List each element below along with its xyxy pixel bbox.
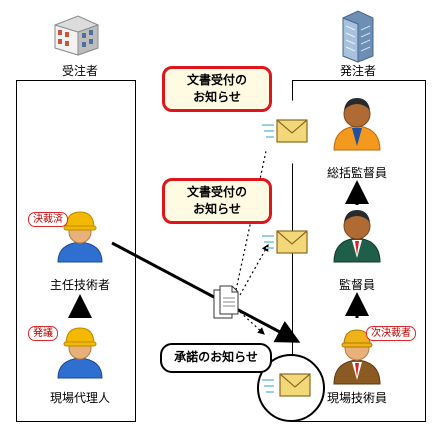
envelope-icon-bottom xyxy=(257,354,325,422)
dotted-line-bottom xyxy=(239,311,265,335)
site-agent-worker-icon xyxy=(57,327,103,379)
label-chief-engineer: 主任技術者 xyxy=(49,278,110,292)
approval-callout: 承諾のお知らせ xyxy=(160,343,272,373)
submission-line xyxy=(111,241,301,343)
envelope-icon-middle xyxy=(262,230,308,254)
label-supervisor: 監督員 xyxy=(338,278,375,292)
badge-proposal: 発議 xyxy=(28,326,58,341)
callout-top-line1: 文書受付の xyxy=(186,73,247,87)
contractor-building-icon xyxy=(54,15,99,56)
chief-engineer-worker-icon xyxy=(57,211,103,263)
document-receipt-callout-middle: 文書受付の お知らせ xyxy=(162,178,272,224)
client-lane-title: 発注者 xyxy=(339,64,376,78)
callout-middle-line2: お知らせ xyxy=(193,202,241,216)
general-supervisor-icon xyxy=(333,98,381,151)
callout-top-line2: お知らせ xyxy=(193,90,241,104)
label-site-agent: 現場代理人 xyxy=(49,391,110,405)
supervisor-icon xyxy=(333,210,381,263)
envelope-icon-top xyxy=(259,100,323,164)
badge-approved: 決裁済 xyxy=(28,212,68,227)
callout-middle-line1: 文書受付の xyxy=(186,185,247,199)
label-site-technician: 現場技術員 xyxy=(326,391,387,405)
contractor-lane-title: 受注者 xyxy=(61,64,98,78)
document-receipt-callout-top: 文書受付の お知らせ xyxy=(162,66,272,112)
label-general-supervisor: 総括監督員 xyxy=(326,166,387,180)
badge-next-approver: 次決裁者 xyxy=(366,326,416,341)
client-building-icon xyxy=(342,10,374,63)
